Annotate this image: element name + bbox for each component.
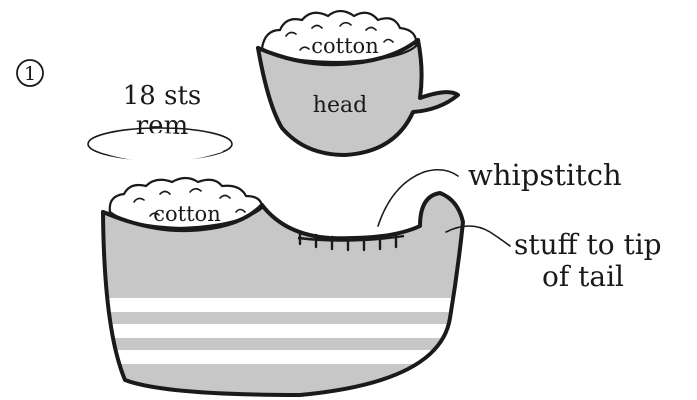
head-label: head: [313, 93, 367, 118]
whipstitch-label: whipstitch: [468, 158, 622, 192]
step-number: 1: [24, 63, 36, 85]
head-stuffing-label: cotton: [311, 34, 378, 58]
remaining-stitches-note: 18 sts rem: [88, 81, 232, 160]
whipstitch-annotation: whipstitch: [378, 158, 622, 226]
body-stuffing-label: cotton: [153, 202, 220, 226]
step-marker: 1: [17, 60, 43, 86]
rem-count-label: 18 sts: [123, 81, 201, 111]
stuff-tail-annotation: stuff to tip of tail: [446, 226, 662, 293]
stuff-tail-line2: of tail: [542, 260, 624, 293]
body-piece: cotton: [90, 178, 490, 395]
stuff-tail-line1: stuff to tip: [514, 228, 662, 261]
head-piece: cotton head: [258, 11, 458, 155]
